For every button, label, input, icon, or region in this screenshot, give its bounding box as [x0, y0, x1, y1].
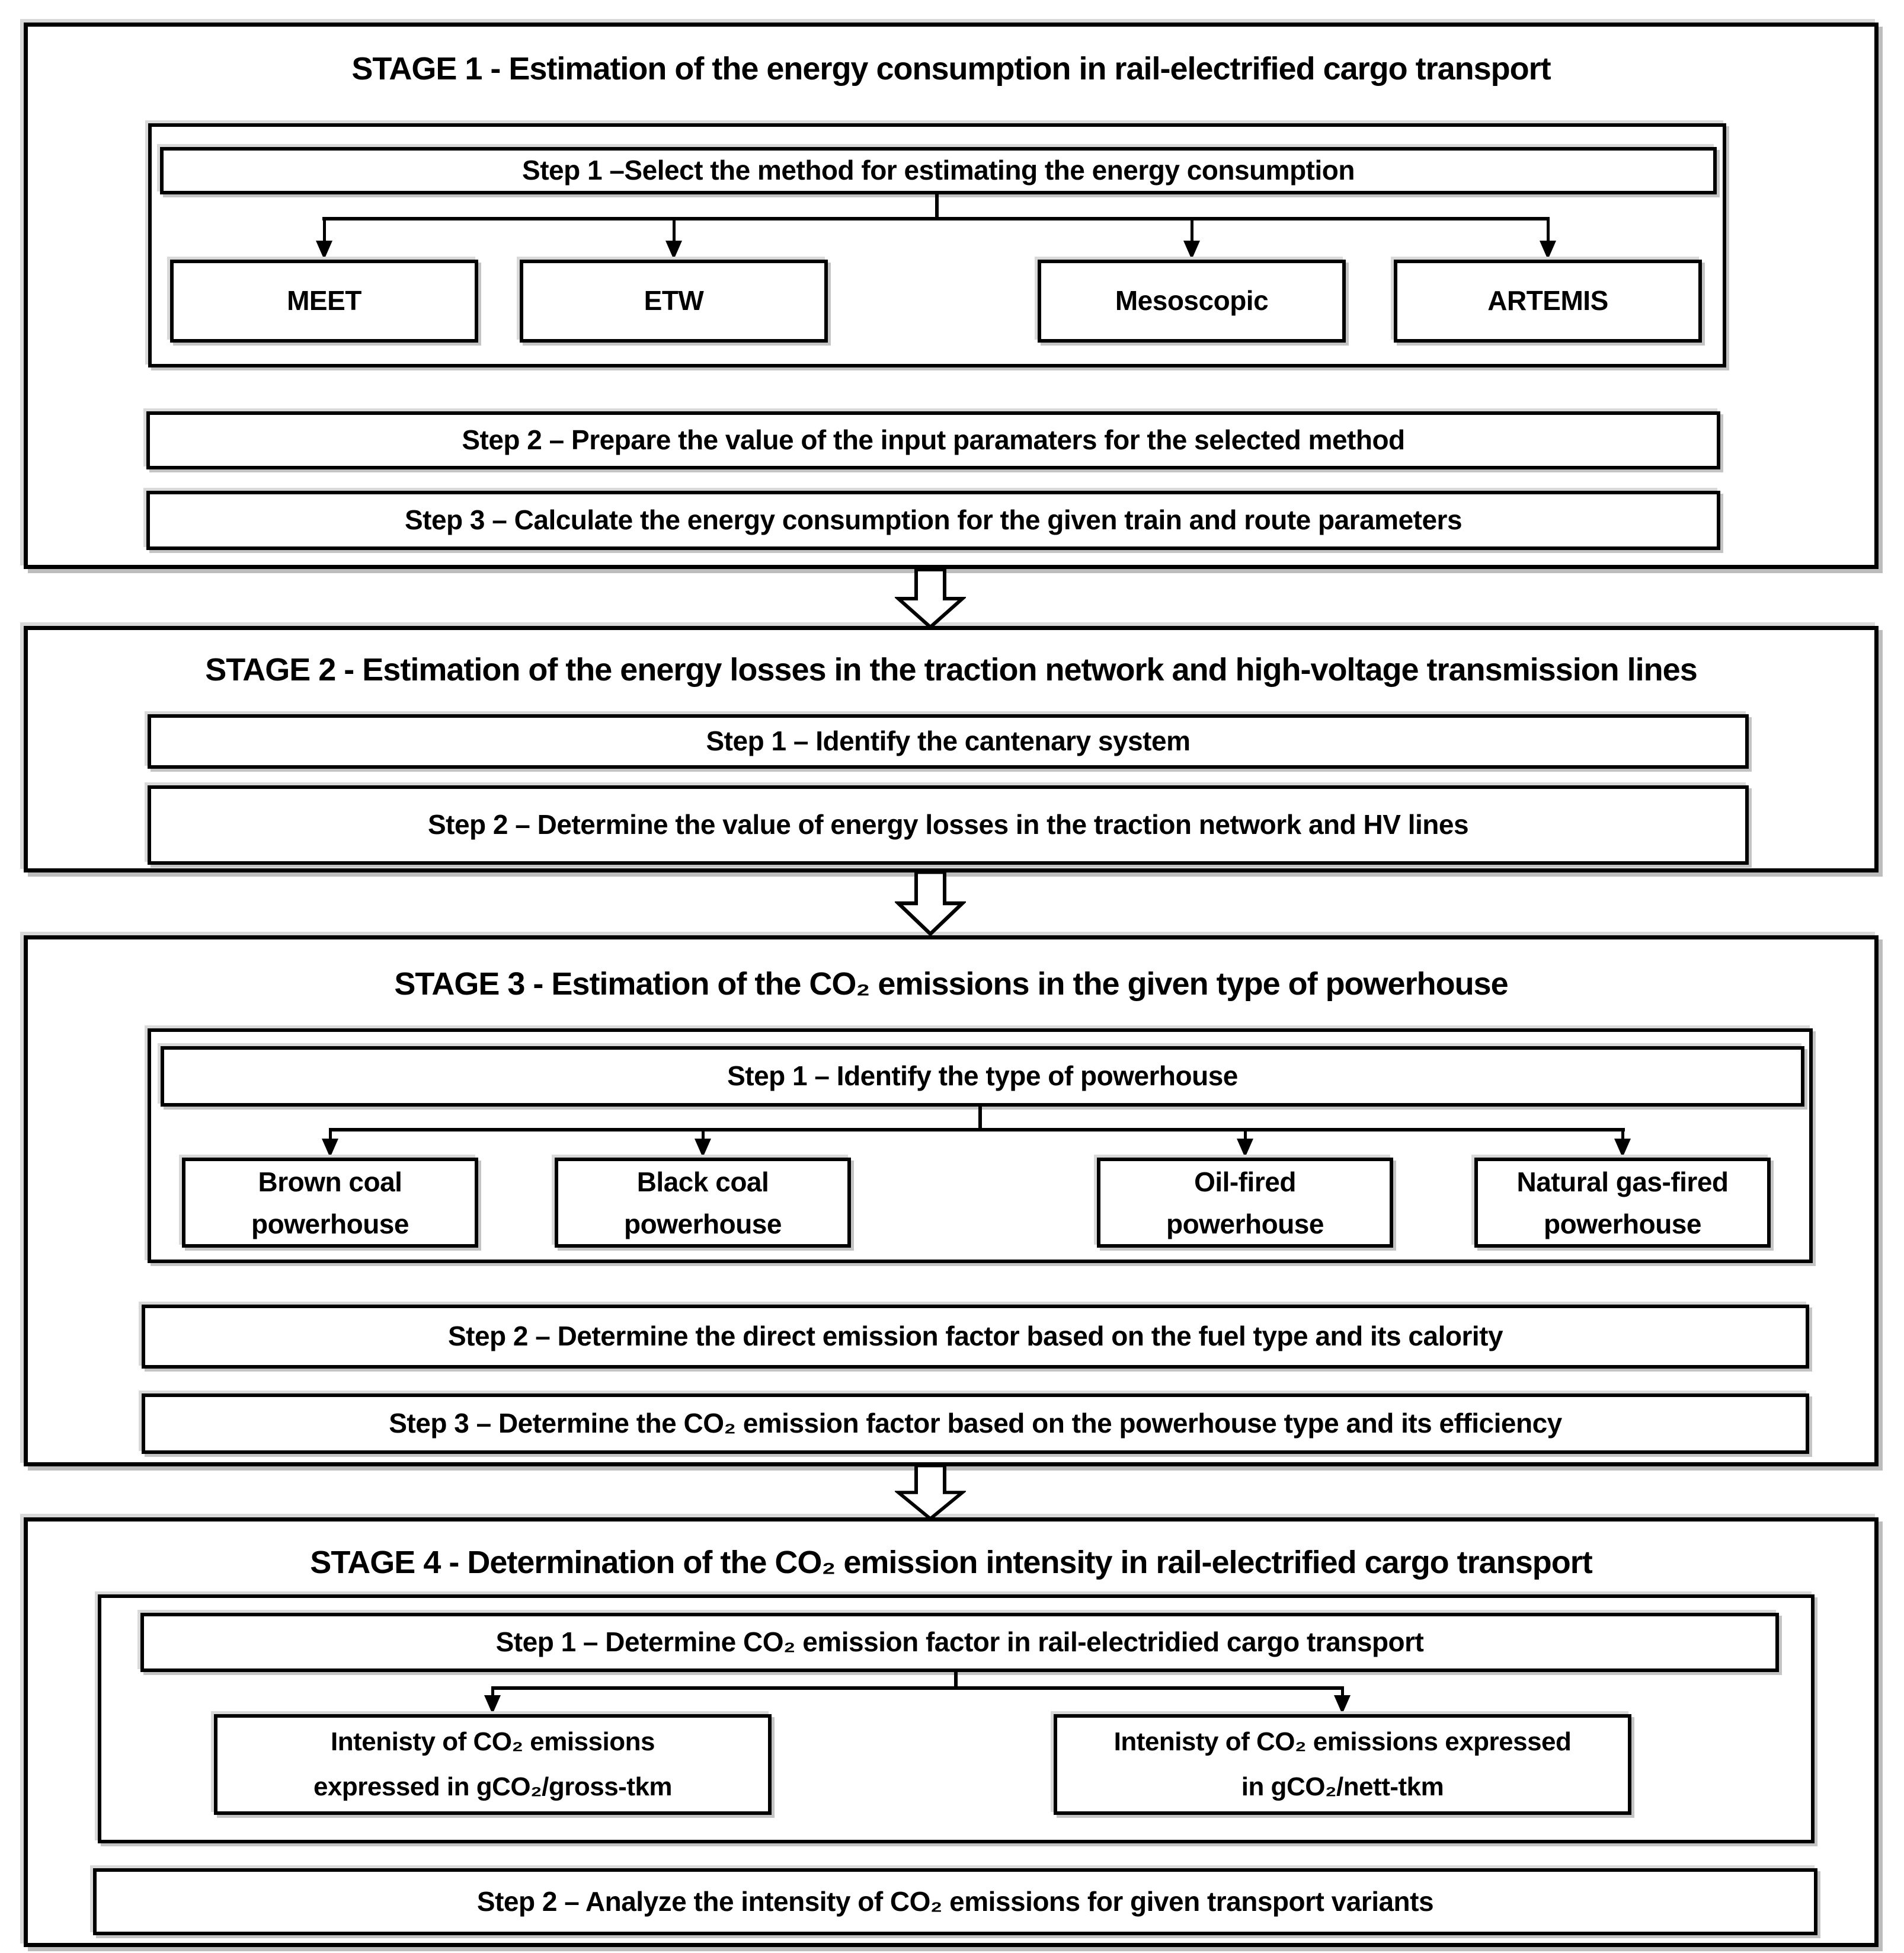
arrow-down-icon — [665, 241, 682, 260]
connector-stem — [1547, 217, 1550, 243]
output-box-nett-tkm: Intenisty of CO₂ emissions expressed in … — [1054, 1714, 1631, 1815]
connector-stem — [323, 217, 326, 243]
connector-hline — [322, 217, 1548, 220]
output-label-line: expressed in gCO₂/gross-tkm — [313, 1772, 673, 1801]
stage2-panel: STAGE 2 - Estimation of the energy losse… — [24, 626, 1879, 872]
stage2-title: STAGE 2 - Estimation of the energy losse… — [205, 652, 1697, 688]
method-box-artemis: ARTEMIS — [1394, 260, 1702, 343]
powerhouse-label-line: Natural gas-fired — [1516, 1166, 1729, 1197]
powerhouse-label-line: Brown coal — [258, 1166, 402, 1197]
stage4-step2-box: Step 2 – Analyze the intensity of CO₂ em… — [93, 1868, 1817, 1935]
stage3-panel: STAGE 3 - Estimation of the CO₂ emission… — [24, 935, 1879, 1466]
powerhouse-box-natural-gas-fired: Natural gas-fired powerhouse — [1474, 1158, 1771, 1248]
arrow-down-icon — [316, 241, 332, 260]
connector-hline — [492, 1686, 1342, 1690]
powerhouse-box-oil-fired: Oil-fired powerhouse — [1097, 1158, 1393, 1248]
connector-stub — [954, 1672, 958, 1689]
output-label-line: Intenisty of CO₂ emissions expressed — [1113, 1727, 1572, 1757]
output-label-line: Intenisty of CO₂ emissions — [331, 1727, 655, 1757]
stage2-to-stage3-arrow-icon — [894, 870, 967, 937]
powerhouse-label-line: Black coal — [636, 1166, 769, 1197]
powerhouse-label-line: powerhouse — [1544, 1209, 1701, 1240]
connector-stem — [1191, 217, 1193, 243]
powerhouse-label-line: Oil-fired — [1194, 1166, 1296, 1197]
stage3-step1-box: Step 1 – Identify the type of powerhouse — [161, 1046, 1804, 1107]
method-box-etw: ETW — [520, 260, 828, 343]
powerhouse-box-black-coal: Black coal powerhouse — [555, 1158, 851, 1248]
stage2-step1-box: Step 1 – Identify the cantenary system — [148, 714, 1749, 769]
connector-stub — [978, 1107, 982, 1130]
arrow-down-icon — [322, 1139, 338, 1158]
method-box-mesoscopic: Mesoscopic — [1038, 260, 1346, 343]
stage4-step1-box: Step 1 – Determine CO₂ emission factor i… — [140, 1613, 1779, 1672]
connector-stem — [673, 217, 676, 243]
powerhouse-label-line: powerhouse — [1166, 1209, 1324, 1240]
method-box-meet: MEET — [170, 260, 478, 343]
stage4-step1-group: Step 1 – Determine CO₂ emission factor i… — [98, 1594, 1815, 1843]
arrow-down-icon — [1183, 241, 1200, 260]
arrow-down-icon — [695, 1139, 711, 1158]
stage1-title: STAGE 1 - Estimation of the energy consu… — [351, 51, 1551, 87]
stage3-title: STAGE 3 - Estimation of the CO₂ emission… — [394, 966, 1508, 1002]
arrow-down-icon — [1334, 1695, 1351, 1714]
stage1-to-stage2-arrow-icon — [894, 568, 967, 630]
arrow-down-icon — [1540, 241, 1556, 260]
stage1-step1-box: Step 1 –Select the method for estimating… — [160, 147, 1717, 194]
stage2-step2-box: Step 2 – Determine the value of energy l… — [148, 785, 1749, 865]
stage1-step3-box: Step 3 – Calculate the energy consumptio… — [146, 491, 1720, 550]
stage1-step2-box: Step 2 – Prepare the value of the input … — [146, 411, 1720, 469]
output-label-line: in gCO₂/nett-tkm — [1241, 1772, 1444, 1801]
arrow-down-icon — [1614, 1139, 1631, 1158]
connector-stub — [935, 194, 939, 219]
stage3-to-stage4-arrow-icon — [894, 1464, 967, 1522]
arrow-down-icon — [1237, 1139, 1253, 1158]
stage3-step1-group: Step 1 – Identify the type of powerhouse… — [148, 1028, 1813, 1263]
powerhouse-label-line: powerhouse — [624, 1209, 782, 1240]
stage4-panel: STAGE 4 - Determination of the CO₂ emiss… — [24, 1517, 1879, 1947]
stage1-step1-group: Step 1 –Select the method for estimating… — [148, 123, 1726, 367]
stage3-step3-box: Step 3 – Determine the CO₂ emission fact… — [142, 1393, 1809, 1454]
stage3-step2-box: Step 2 – Determine the direct emission f… — [142, 1305, 1809, 1369]
connector-hline — [330, 1128, 1625, 1131]
output-box-gross-tkm: Intenisty of CO₂ emissions expressed in … — [214, 1714, 772, 1815]
powerhouse-label-line: powerhouse — [251, 1209, 409, 1240]
powerhouse-box-brown-coal: Brown coal powerhouse — [182, 1158, 478, 1248]
stage4-title: STAGE 4 - Determination of the CO₂ emiss… — [310, 1545, 1592, 1580]
arrow-down-icon — [484, 1695, 501, 1714]
stage1-panel: STAGE 1 - Estimation of the energy consu… — [24, 23, 1879, 569]
